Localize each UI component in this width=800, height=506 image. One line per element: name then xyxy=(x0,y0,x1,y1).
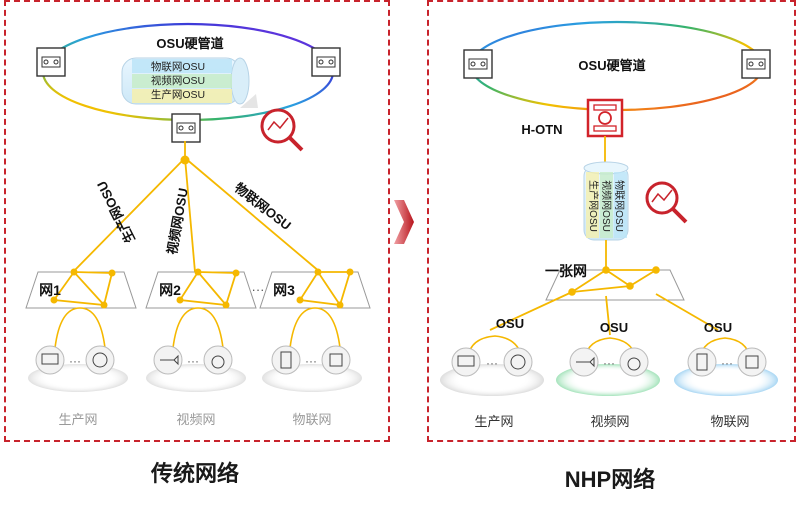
ellipsis-text: ··· xyxy=(252,282,265,297)
h-otn-node-icon xyxy=(586,98,624,138)
branch-label: OSU xyxy=(600,320,628,335)
group-label: 生产网 xyxy=(474,414,513,429)
svg-text:···: ··· xyxy=(486,356,498,370)
router-icon xyxy=(36,47,66,77)
branch-label: 视频网OSU xyxy=(164,187,190,256)
slice-label: 生产网OSU xyxy=(587,180,600,232)
device-group-video-right: ··· xyxy=(556,347,660,396)
slice-label: 视频网OSU xyxy=(151,74,205,87)
svg-text:···: ··· xyxy=(69,354,81,368)
device-group-production-right: ··· xyxy=(440,347,544,396)
single-network-plane xyxy=(545,266,685,301)
slice-label: 视频网OSU xyxy=(600,180,613,232)
analysis-magnifier-icon xyxy=(645,181,688,224)
group-label: 视频网 xyxy=(176,412,215,427)
router-icon xyxy=(171,113,201,143)
device-group-production-left: ··· xyxy=(28,345,128,392)
net-plane-3: 网3 xyxy=(259,268,371,309)
device-group-iot-right: ··· xyxy=(674,347,778,396)
branch-label: OSU xyxy=(704,320,732,335)
hub-node xyxy=(180,155,190,165)
svg-text:···: ··· xyxy=(721,356,733,370)
group-label: 视频网 xyxy=(590,414,629,429)
svg-text:···: ··· xyxy=(305,354,317,368)
osu-tube-right: 生产网OSU 视频网OSU 物联网OSU xyxy=(583,161,629,241)
nhp-network-panel xyxy=(427,0,796,442)
traditional-network-panel xyxy=(4,0,390,442)
net-label: 网1 xyxy=(39,282,61,298)
net-plane-1: 网1 xyxy=(25,268,137,309)
svg-text:···: ··· xyxy=(603,356,615,370)
h-otn-label: H-OTN xyxy=(521,122,562,137)
router-icon xyxy=(311,47,341,77)
svg-text:···: ··· xyxy=(187,354,199,368)
group-label: 生产网 xyxy=(58,412,97,427)
router-icon xyxy=(741,49,771,79)
right-caption: NHP网络 xyxy=(564,467,656,492)
osu-tube-left: 物联网OSU 视频网OSU 生产网OSU xyxy=(121,57,250,105)
branch-line xyxy=(184,157,321,273)
pipe-label-right: OSU硬管道 xyxy=(578,58,645,73)
net-label: 网2 xyxy=(159,282,181,298)
slice-label: 生产网OSU xyxy=(151,88,205,101)
slice-label: 物联网OSU xyxy=(151,60,205,73)
plane-label: 一张网 xyxy=(545,263,587,279)
net-plane-2: 网2 xyxy=(145,268,257,309)
device-group-iot-left: ··· xyxy=(262,345,362,392)
device-group-video-left: ··· xyxy=(146,345,246,392)
pipe-label-left: OSU硬管道 xyxy=(156,36,223,51)
branch-line xyxy=(72,157,186,273)
transition-arrow-icon xyxy=(394,200,414,244)
left-caption: 传统网络 xyxy=(150,461,239,486)
analysis-magnifier-icon xyxy=(240,94,304,152)
net-label: 网3 xyxy=(273,282,295,298)
group-label: 物联网 xyxy=(292,412,331,427)
router-icon xyxy=(463,49,493,79)
group-label: 物联网 xyxy=(710,414,749,429)
branch-line xyxy=(184,157,196,273)
branch-label: OSU xyxy=(496,316,524,331)
slice-label: 物联网OSU xyxy=(613,180,626,232)
